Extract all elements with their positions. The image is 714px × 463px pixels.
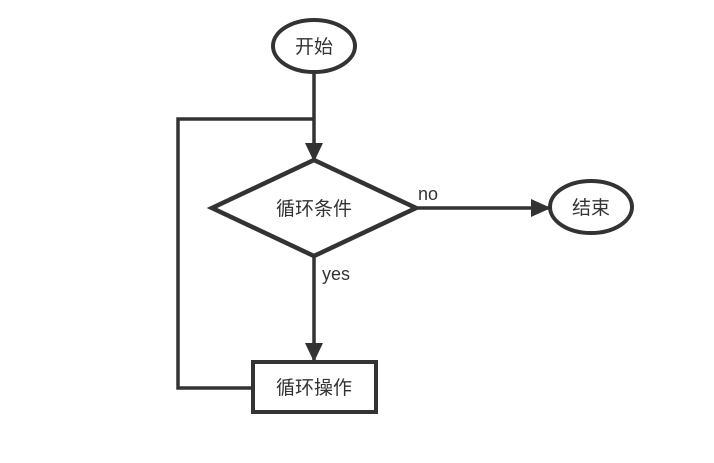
node-operation-label: 循环操作 xyxy=(276,377,352,399)
edge-loopback-path xyxy=(176,117,314,390)
arrowhead-into-end xyxy=(531,199,551,217)
node-end-label: 结束 xyxy=(572,197,610,219)
node-condition[interactable]: 循环条件 xyxy=(206,157,422,259)
node-start[interactable]: 开始 xyxy=(271,18,357,74)
arrowhead-into-operation xyxy=(305,343,323,362)
edge-operation-to-condition xyxy=(176,117,323,390)
edge-condition-to-end: no xyxy=(416,184,551,217)
node-end-ellipse[interactable] xyxy=(548,179,634,235)
edge-label-yes: yes xyxy=(322,264,350,284)
node-start-ellipse[interactable] xyxy=(271,18,357,74)
node-operation-rect[interactable] xyxy=(251,360,378,414)
edge-condition-to-operation: yes xyxy=(305,256,350,362)
node-operation[interactable]: 循环操作 xyxy=(251,360,378,414)
node-condition-diamond[interactable] xyxy=(206,157,422,259)
node-start-label: 开始 xyxy=(295,36,333,58)
edge-label-no: no xyxy=(418,184,438,204)
node-condition-label: 循环条件 xyxy=(276,198,352,220)
node-end[interactable]: 结束 xyxy=(548,179,634,235)
